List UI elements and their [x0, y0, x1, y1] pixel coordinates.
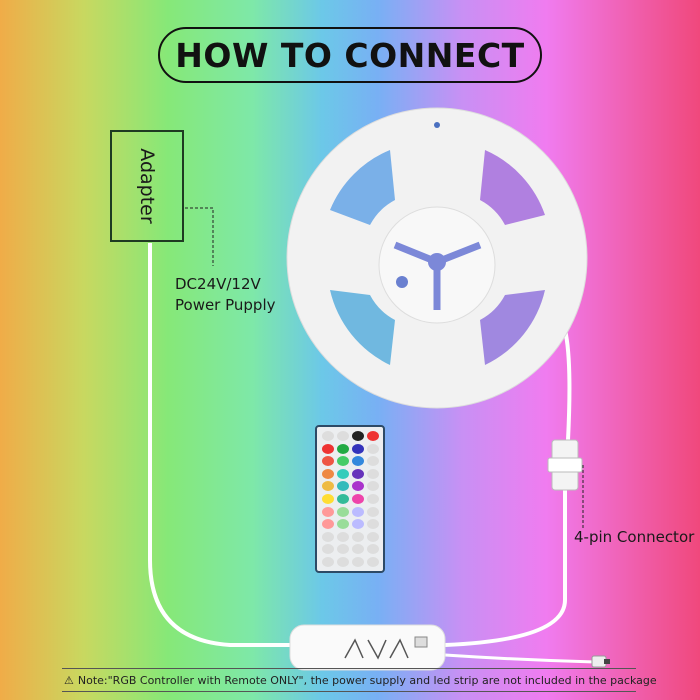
usb-cable — [444, 653, 596, 664]
remote-button — [351, 506, 364, 517]
remote-button — [366, 531, 379, 542]
remote-button — [366, 443, 379, 454]
remote-button — [366, 544, 379, 555]
connector-label: 4-pin Connector — [574, 528, 695, 546]
remote-control — [315, 425, 385, 573]
power-label-supply: Power Pupply — [175, 296, 276, 314]
remote-button — [351, 443, 364, 454]
remote-button — [366, 506, 379, 517]
remote-button — [351, 431, 364, 442]
remote-button — [336, 456, 349, 467]
remote-button — [366, 493, 379, 504]
remote-button — [351, 556, 364, 567]
adapter-cable — [148, 243, 295, 647]
remote-button — [351, 544, 364, 555]
led-strip-reel — [286, 107, 588, 409]
remote-button — [351, 493, 364, 504]
remote-button — [336, 431, 349, 442]
remote-button — [336, 531, 349, 542]
remote-button — [366, 519, 379, 530]
adapter-box: Adapter — [110, 130, 184, 242]
remote-button — [366, 431, 379, 442]
remote-button — [351, 519, 364, 530]
connector-cable — [444, 490, 567, 647]
strip-cable — [563, 329, 572, 441]
remote-button — [366, 456, 379, 467]
warning-icon: ⚠ — [64, 673, 74, 687]
remote-button — [366, 556, 379, 567]
remote-button — [366, 481, 379, 492]
usb-plug — [591, 655, 607, 668]
remote-button — [351, 468, 364, 479]
power-label-voltage: DC24V/12V — [175, 275, 261, 293]
remote-button — [321, 531, 334, 542]
remote-button — [336, 544, 349, 555]
remote-button — [336, 468, 349, 479]
remote-button — [321, 544, 334, 555]
remote-button — [321, 443, 334, 454]
remote-button — [336, 443, 349, 454]
remote-button — [321, 481, 334, 492]
remote-button — [336, 556, 349, 567]
remote-button — [336, 493, 349, 504]
remote-button — [351, 531, 364, 542]
remote-button — [336, 481, 349, 492]
remote-button — [366, 468, 379, 479]
remote-button — [336, 506, 349, 517]
remote-button — [321, 456, 334, 467]
remote-button — [336, 519, 349, 530]
remote-button — [321, 493, 334, 504]
remote-button — [321, 556, 334, 567]
page-title: HOW TO CONNECT — [158, 27, 542, 83]
remote-button — [351, 456, 364, 467]
remote-button — [321, 519, 334, 530]
rgb-controller — [289, 624, 446, 671]
remote-button — [321, 431, 334, 442]
remote-button — [351, 481, 364, 492]
remote-button — [321, 468, 334, 479]
adapter-label: Adapter — [136, 148, 158, 224]
note-bar: ⚠ Note:"RGB Controller with Remote ONLY"… — [62, 668, 657, 692]
remote-button — [321, 506, 334, 517]
note-text: Note:"RGB Controller with Remote ONLY", … — [77, 673, 657, 687]
